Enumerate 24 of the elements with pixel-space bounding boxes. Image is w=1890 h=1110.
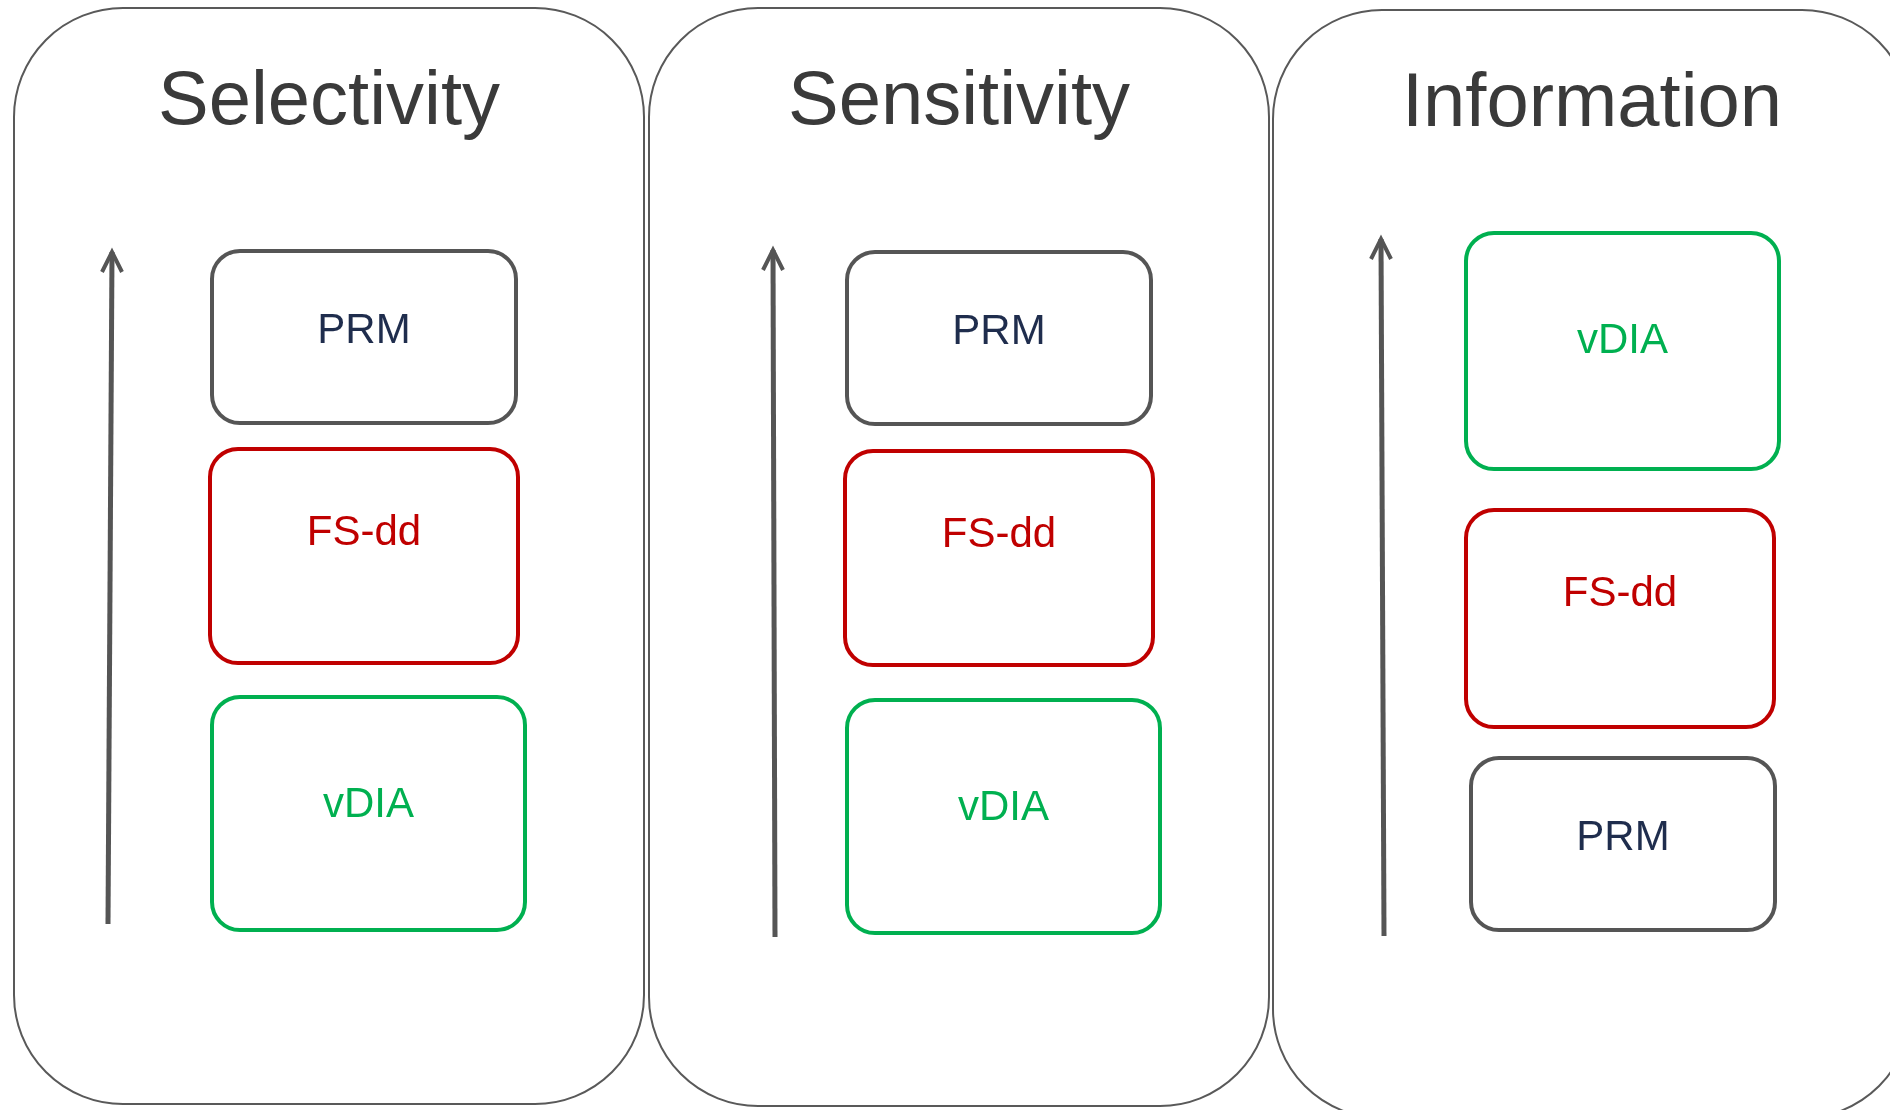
method-box bbox=[845, 698, 1162, 935]
method-box bbox=[208, 447, 520, 665]
method-label: vDIA bbox=[1577, 315, 1668, 363]
method-label: PRM bbox=[952, 306, 1046, 354]
method-label: FS-dd bbox=[306, 507, 422, 555]
method-label: FS-dd bbox=[941, 509, 1057, 557]
panel-card bbox=[13, 7, 645, 1105]
method-box bbox=[1469, 756, 1777, 932]
method-label: FS-dd bbox=[1562, 568, 1678, 616]
panel-title: Selectivity bbox=[157, 54, 501, 141]
method-label: vDIA bbox=[323, 779, 414, 827]
method-box bbox=[1464, 508, 1776, 729]
panel-card bbox=[648, 7, 1270, 1107]
panel-title: Information bbox=[1401, 56, 1783, 143]
method-label: PRM bbox=[1576, 812, 1670, 860]
method-box bbox=[210, 695, 527, 932]
panel-card bbox=[1272, 9, 1890, 1110]
method-label: PRM bbox=[317, 305, 411, 353]
method-box bbox=[845, 250, 1153, 426]
method-box bbox=[843, 449, 1155, 667]
method-box bbox=[1464, 231, 1781, 471]
panel-title: Sensitivity bbox=[787, 54, 1131, 141]
method-box bbox=[210, 249, 518, 425]
method-label: vDIA bbox=[958, 782, 1049, 830]
